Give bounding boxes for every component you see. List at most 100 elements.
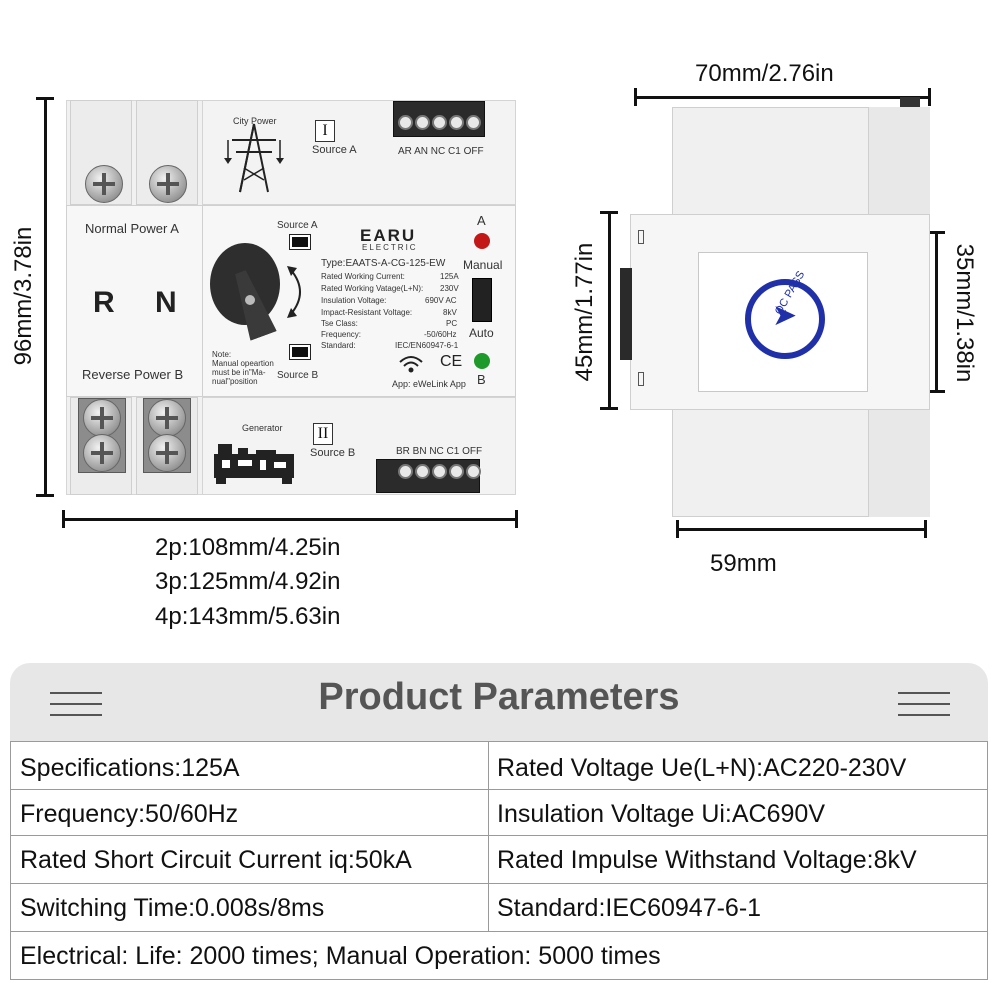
param-footer-cell: Electrical: Life: 2000 times; Manual Ope… [20, 942, 661, 970]
title-deco-right-2 [898, 703, 950, 705]
rail-height-dimension-line [935, 233, 938, 393]
title-deco-right-1 [898, 692, 950, 694]
param-cell-3-left: Switching Time:0.008s/8ms [20, 894, 325, 922]
title-deco-left-3 [50, 714, 102, 716]
spec-value-3: 8kV [443, 308, 457, 317]
title-deco-right-3 [898, 714, 950, 716]
source-a-position-indicator [289, 234, 311, 250]
height-dimension-line [44, 99, 47, 497]
table-row [10, 790, 988, 836]
width-dimension-tick-left [62, 510, 65, 528]
top-terminal-slot-4[interactable] [449, 115, 464, 130]
spec-label-5: Frequency: [321, 330, 362, 339]
bottom-terminal-slot-3[interactable] [432, 464, 447, 479]
param-cell-1-left: Frequency:50/60Hz [20, 800, 239, 828]
phase-r-label: R [93, 286, 115, 319]
width-dimension-line [63, 518, 518, 521]
spec-label-4: Tse Class: [321, 319, 358, 328]
spec-value-2: 690V AC [425, 296, 457, 305]
title-deco-left-1 [50, 692, 102, 694]
top-terminal-slot-1[interactable] [398, 115, 413, 130]
source-a-header-label: Source A [312, 144, 357, 156]
normal-power-a-label: Normal Power A [85, 221, 179, 236]
note-line-3: must be in"Ma- [212, 368, 266, 377]
table-row [10, 836, 988, 884]
width-3p-label: 3p:125mm/4.92in [155, 568, 341, 595]
auto-label: Auto [469, 326, 494, 340]
bottom-screw-r-lower-icon [83, 434, 121, 472]
qc-pass-check-icon: ➤ [772, 299, 798, 332]
rotary-switch-center-icon [245, 295, 255, 305]
depth-dimension-line [677, 528, 927, 531]
note-line-2: Manual opeartion [212, 359, 274, 368]
generator-icon [214, 444, 294, 484]
spec-label-1: Rated Working Vatage(L+N): [321, 284, 424, 293]
source-a-led [474, 233, 490, 249]
width-dimension-tick-right [515, 510, 518, 528]
side-width-tick-right [928, 88, 931, 106]
depth-tick-right [924, 520, 927, 538]
param-cell-1-right: Insulation Voltage Ui:AC690V [497, 800, 825, 828]
wifi-icon [399, 356, 423, 373]
type-label: Type:EAATS-A-CG-125-EW [321, 258, 446, 269]
side-view-notch-lower [638, 372, 644, 386]
rotation-arrow-icon [287, 266, 301, 318]
spec-label-0: Rated Working Current: [321, 272, 405, 281]
indicator-b-label: B [477, 372, 486, 387]
manual-label: Manual [463, 258, 503, 272]
bottom-terminal-slot-1[interactable] [398, 464, 413, 479]
source-a-switch-label: Source A [277, 220, 318, 231]
width-2p-label: 2p:108mm/4.25in [155, 534, 341, 561]
table-row [10, 884, 988, 932]
brand-subtitle: ELECTRIC [362, 243, 418, 252]
bottom-terminal-slot-5[interactable] [466, 464, 481, 479]
manual-auto-switch[interactable] [472, 278, 492, 322]
phase-n-label: N [155, 286, 177, 319]
top-terminal-column-n [136, 100, 198, 205]
panel-height-tick-top [600, 211, 618, 214]
side-view-top-clip [900, 97, 920, 107]
top-terminal-slot-2[interactable] [415, 115, 430, 130]
spec-label-3: Impact-Resistant Voltage: [321, 308, 413, 317]
bottom-terminal-slot-2[interactable] [415, 464, 430, 479]
parameters-header [10, 663, 988, 741]
param-cell-2-left: Rated Short Circuit Current iq:50kA [20, 846, 412, 874]
spec-label-6: Standard: [321, 341, 356, 350]
source-b-switch-label: Source B [277, 370, 319, 381]
brand-logo: EARU [360, 226, 417, 245]
qc-pass-stamp-icon [745, 279, 825, 359]
bottom-terminal-slot-4[interactable] [449, 464, 464, 479]
side-width-tick-left [634, 88, 637, 106]
param-cell-0-right: Rated Voltage Ue(L+N):AC220-230V [497, 754, 907, 782]
source-b-footer-label: Source B [310, 447, 356, 459]
bottom-screw-r-upper-icon [83, 399, 121, 437]
height-dimension-label: 96mm/3.78in [10, 226, 37, 366]
source-i-marker: I [315, 120, 335, 142]
panel-height-label: 45mm/1.77in [571, 242, 598, 382]
side-view-notch-upper [638, 230, 644, 244]
spec-value-1: 230V [440, 284, 459, 293]
parameters-title: Product Parameters [318, 676, 680, 718]
top-terminal-slot-5[interactable] [466, 115, 481, 130]
parameters-table [10, 741, 988, 980]
table-row [10, 741, 988, 790]
city-power-tower-icon [224, 123, 284, 193]
height-dimension-tick-bottom [36, 494, 54, 497]
bottom-screw-n-lower-icon [148, 434, 186, 472]
top-terminal-label: AR AN NC C1 OFF [398, 146, 484, 157]
bottom-screw-n-upper-icon [148, 399, 186, 437]
spec-value-5: -50/60Hz [424, 330, 457, 339]
top-terminal-slot-3[interactable] [432, 115, 447, 130]
reverse-power-b-label: Reverse Power B [82, 367, 184, 382]
source-ii-marker: II [313, 423, 333, 445]
faceplate-divider [202, 205, 203, 397]
source-b-position-indicator [289, 344, 311, 360]
bottom-terminal-label: BR BN NC C1 OFF [396, 446, 483, 457]
top-screw-r-icon [85, 165, 123, 203]
ce-mark: CE [440, 353, 463, 370]
depth-label: 59mm [710, 550, 777, 577]
side-width-dimension-line [635, 96, 931, 99]
depth-tick-left [676, 520, 679, 538]
spec-value-6: IEC/EN60947-6-1 [395, 341, 459, 350]
title-deco-left-2 [50, 703, 102, 705]
